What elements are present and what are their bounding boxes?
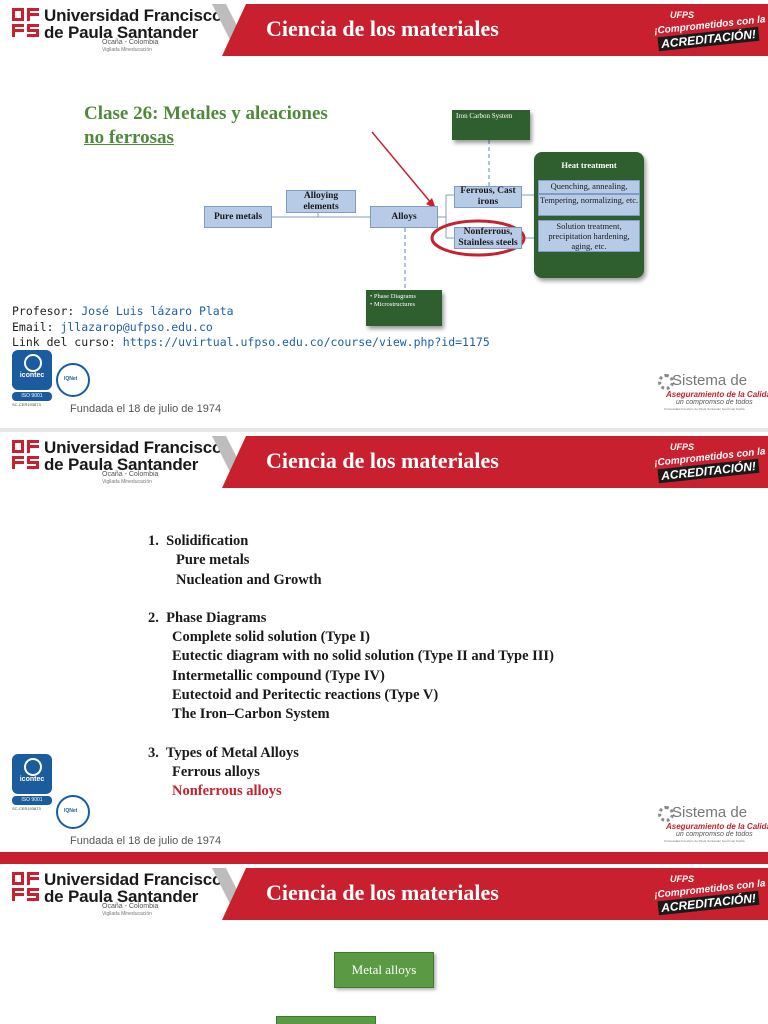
slide-separator — [0, 428, 768, 432]
icontec-cert: icontec ISO 9001 SC-CER193873 — [12, 350, 52, 407]
professor-name: José Luis lázaro Plata — [81, 304, 234, 318]
ufps-logo-icon — [12, 440, 40, 470]
course-link[interactable]: https://uvirtual.ufpso.edu.co/course/vie… — [122, 335, 490, 349]
university-name-line2: de Paula Santander — [44, 887, 199, 906]
university-name-line2: de Paula Santander — [44, 455, 199, 474]
professor-line: Profesor: José Luis lázaro Plata — [12, 304, 234, 318]
university-logo: Universidad Francisco de Paula Santander… — [12, 438, 222, 485]
email-line: Email: jllazarop@ufpso.edu.co — [12, 320, 213, 334]
class-title-line2: no ferrosas — [84, 127, 174, 148]
university-name-line1: Universidad Francisco — [44, 438, 223, 457]
university-location: Ocaña - Colombia — [102, 903, 159, 910]
sistema-calidad-logo: Sistema de Aseguramiento de la Calidad u… — [658, 372, 768, 412]
iqnet-icon: IQNet — [56, 795, 90, 829]
acreditacion-badge: UFPS ¡Comprometidos con la ACREDITACIÓN! — [650, 8, 766, 52]
ferrous-box: Ferrous, Cast irons — [454, 186, 522, 208]
gear-icon — [658, 374, 674, 390]
slide-separator — [0, 852, 768, 864]
icontec-icon: icontec — [12, 350, 52, 390]
ufps-logo-icon — [12, 8, 40, 38]
badge-top: UFPS — [670, 10, 695, 20]
course-title: Ciencia de los materiales — [266, 16, 499, 41]
university-logo: Universidad Francisco de Paula Santander… — [12, 6, 222, 53]
ht-item-1: Quenching, annealing, — [538, 180, 640, 194]
child-box — [276, 1016, 376, 1024]
alloying-elements-box: Alloying elements — [286, 190, 356, 213]
acreditacion-badge: UFPS ¡Comprometidos con la ACREDITACIÓN! — [653, 874, 766, 916]
topic-2: 2. Phase Diagrams — [148, 609, 267, 626]
university-name-line2: de Paula Santander — [44, 23, 199, 42]
alloys-box: Alloys — [370, 206, 438, 228]
topics-list: 1. Solidification Pure metals Nucleation… — [148, 532, 554, 802]
topic-2-sub: Eutectoid and Peritectic reactions (Type… — [172, 687, 439, 704]
sistema-calidad-logo: Sistema de Aseguramiento de la Calidad u… — [658, 804, 768, 844]
vigilada-text: Vigilada Mineducación — [102, 47, 152, 53]
topic-3: 3. Types of Metal Alloys — [148, 744, 299, 761]
class-title: Clase 26: Metales y aleaciones no ferros… — [84, 102, 328, 150]
ht-item-2: Tempering, normalizing, etc. — [538, 194, 640, 216]
acreditacion-badge: UFPS ¡Comprometidos con la ACREDITACIÓN! — [653, 442, 766, 484]
ht-item-3: Solution treatment, precipitation harden… — [538, 220, 640, 252]
pure-metals-box: Pure metals — [204, 206, 272, 228]
heat-treatment-panel: Heat treatment Quenching, annealing, Tem… — [534, 152, 644, 278]
course-title: Ciencia de los materiales — [266, 880, 499, 905]
topic-1-sub: Nucleation and Growth — [176, 571, 322, 588]
topic-1-sub: Pure metals — [176, 552, 250, 569]
iron-carbon-box: Iron Carbon System — [452, 110, 530, 140]
heat-treatment-title: Heat treatment — [561, 160, 617, 170]
phase-item-1: • Phase Diagrams — [370, 293, 416, 300]
topic-3-sub: Ferrous alloys — [172, 763, 260, 780]
icontec-icon: icontec — [12, 754, 52, 794]
class-title-line1: Clase 26: Metales y aleaciones — [84, 103, 328, 124]
topic-3-sub-highlighted: Nonferrous alloys — [172, 783, 282, 800]
vigilada-text: Vigilada Mineducación — [102, 479, 152, 485]
founded-text: Fundada el 18 de julio de 1974 — [70, 835, 222, 847]
metal-alloys-box: Metal alloys — [334, 952, 434, 988]
topic-2-sub: The Iron–Carbon System — [172, 706, 330, 723]
university-location: Ocaña - Colombia — [102, 39, 159, 46]
gear-icon — [658, 806, 674, 822]
course-link-line: Link del curso: https://uvirtual.ufpso.e… — [12, 335, 490, 349]
university-name-line1: Universidad Francisco — [44, 6, 223, 25]
slide-3: Universidad Francisco de Paula Santander… — [0, 864, 768, 1024]
slide-1: Universidad Francisco de Paula Santander… — [0, 0, 768, 428]
topic-2-sub: Eutectic diagram with no solid solution … — [172, 648, 554, 665]
icontec-cert: icontec ISO 9001 SC-CER193873 — [12, 754, 52, 811]
nonferrous-box: Nonferrous, Stainless steels — [454, 227, 522, 249]
ufps-logo-icon — [12, 872, 40, 902]
course-title: Ciencia de los materiales — [266, 448, 499, 473]
email-value: jllazarop@ufpso.edu.co — [60, 320, 213, 334]
phase-item-2: • Microstructures — [370, 301, 416, 308]
iqnet-icon: IQNet — [56, 363, 90, 397]
university-logo: Universidad Francisco de Paula Santander… — [12, 870, 222, 917]
topic-2-sub: Intermetallic compound (Type IV) — [172, 667, 385, 684]
university-location: Ocaña - Colombia — [102, 471, 159, 478]
vigilada-text: Vigilada Mineducación — [102, 911, 152, 917]
slide-2: Universidad Francisco de Paula Santander… — [0, 432, 768, 852]
topic-2-sub: Complete solid solution (Type I) — [172, 629, 370, 646]
university-name-line1: Universidad Francisco — [44, 870, 223, 889]
phase-box: • Phase Diagrams • Microstructures — [366, 290, 442, 326]
founded-text: Fundada el 18 de julio de 1974 — [70, 403, 222, 415]
topic-1: 1. Solidification — [148, 533, 249, 549]
